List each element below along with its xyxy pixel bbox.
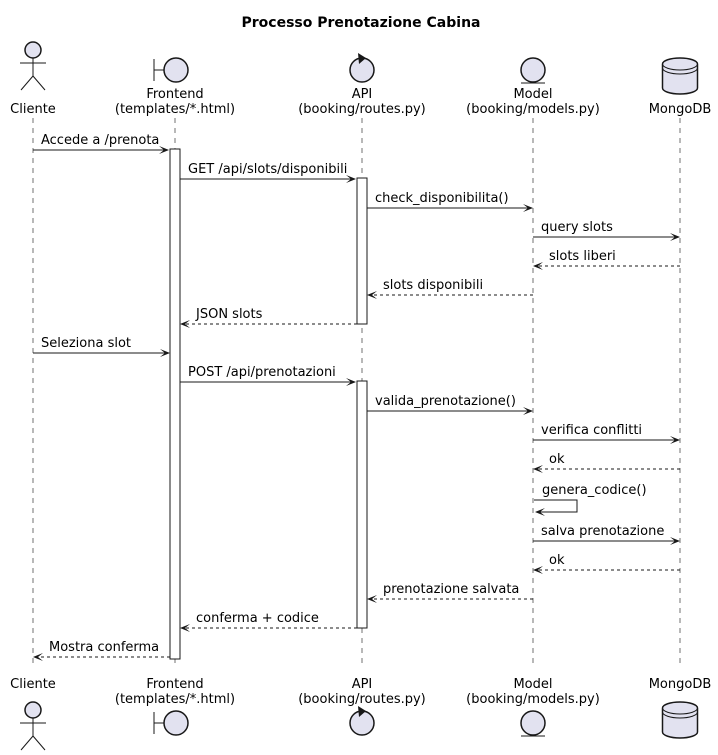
participant-label: (booking/routes.py) (298, 692, 426, 707)
message-label: slots disponibili (383, 278, 483, 293)
message-label: verifica conflitti (541, 423, 642, 438)
participant-model-foot: Model(booking/models.py) (466, 677, 600, 737)
message-1: GET /api/slots/disponibili (180, 162, 356, 183)
diagram-title: Processo Prenotazione Cabina (242, 15, 481, 31)
message-12: genera_codice() (534, 483, 647, 516)
message-label: prenotazione salvata (383, 582, 519, 597)
actor-icon (20, 41, 46, 91)
database-icon (661, 701, 699, 739)
participant-frontend-foot: Frontend(templates/*.html) (115, 677, 235, 736)
participant-label: API (352, 87, 373, 102)
participant-mongodb-foot: MongoDB (649, 677, 712, 739)
message-16: conferma + codice (180, 611, 357, 632)
activation-bars (169, 148, 368, 660)
participant-cliente-foot: Cliente (10, 677, 56, 751)
participant-label: (templates/*.html) (115, 102, 235, 117)
message-label: POST /api/prenotazioni (188, 365, 336, 380)
message-label: ok (549, 553, 565, 568)
participant-label: Cliente (10, 102, 56, 117)
participant-label: MongoDB (649, 677, 712, 692)
participant-label: Cliente (10, 677, 56, 692)
message-label: slots liberi (549, 249, 616, 264)
participant-frontend-head: Frontend(templates/*.html) (115, 57, 235, 117)
message-4: slots liberi (533, 249, 680, 270)
database-icon (661, 57, 699, 95)
message-2: check_disponibilita() (367, 191, 533, 212)
message-0: Accede a /prenota (33, 133, 169, 154)
boundary-icon (153, 710, 189, 736)
participant-label: Frontend (146, 87, 203, 102)
participant-label: Frontend (146, 677, 203, 692)
activation-bar-api (356, 380, 368, 629)
activation-bar-frontend (169, 148, 181, 660)
message-label: salva prenotazione (541, 524, 664, 539)
participants: ClienteClienteFrontend(templates/*.html)… (10, 41, 712, 751)
message-label: check_disponibilita() (375, 191, 509, 206)
message-label: genera_codice() (542, 483, 647, 498)
message-14: ok (533, 553, 680, 574)
control-icon (349, 53, 375, 83)
message-label: GET /api/slots/disponibili (188, 162, 347, 177)
participant-api-foot: API(booking/routes.py) (298, 677, 426, 736)
message-label: conferma + codice (196, 611, 319, 626)
message-10: verifica conflitti (533, 423, 680, 444)
participant-label: (booking/models.py) (466, 102, 600, 117)
activation-bar-api (356, 177, 368, 325)
message-6: JSON slots (180, 307, 357, 328)
participant-label: MongoDB (649, 102, 712, 117)
message-label: Mostra conferma (49, 640, 159, 655)
participant-label: API (352, 677, 373, 692)
message-9: valida_prenotazione() (367, 394, 533, 415)
message-arrow (534, 499, 578, 513)
boundary-icon (153, 57, 189, 83)
participant-label: (templates/*.html) (115, 692, 235, 707)
participant-api-head: API(booking/routes.py) (298, 53, 426, 117)
message-3: query slots (533, 220, 680, 241)
message-label: query slots (541, 220, 613, 235)
message-8: POST /api/prenotazioni (180, 365, 356, 386)
message-label: valida_prenotazione() (375, 394, 516, 409)
participant-label: Model (513, 87, 552, 102)
message-13: salva prenotazione (533, 524, 680, 545)
participant-label: (booking/models.py) (466, 692, 600, 707)
message-label: ok (549, 452, 565, 467)
participant-mongodb-head: MongoDB (649, 57, 712, 117)
control-icon (349, 706, 375, 736)
actor-icon (20, 701, 46, 751)
participant-model-head: Model(booking/models.py) (466, 57, 600, 117)
entity-icon (520, 57, 546, 84)
message-label: JSON slots (195, 307, 263, 322)
message-11: ok (533, 452, 680, 473)
participant-label: Model (513, 677, 552, 692)
message-label: Accede a /prenota (41, 133, 159, 148)
message-label: Seleziona slot (41, 336, 131, 351)
message-17: Mostra conferma (33, 640, 170, 661)
participant-label: (booking/routes.py) (298, 102, 426, 117)
message-15: prenotazione salvata (367, 582, 533, 603)
entity-icon (520, 710, 546, 737)
message-7: Seleziona slot (33, 336, 170, 357)
message-5: slots disponibili (367, 278, 533, 299)
participant-cliente-head: Cliente (10, 41, 56, 117)
